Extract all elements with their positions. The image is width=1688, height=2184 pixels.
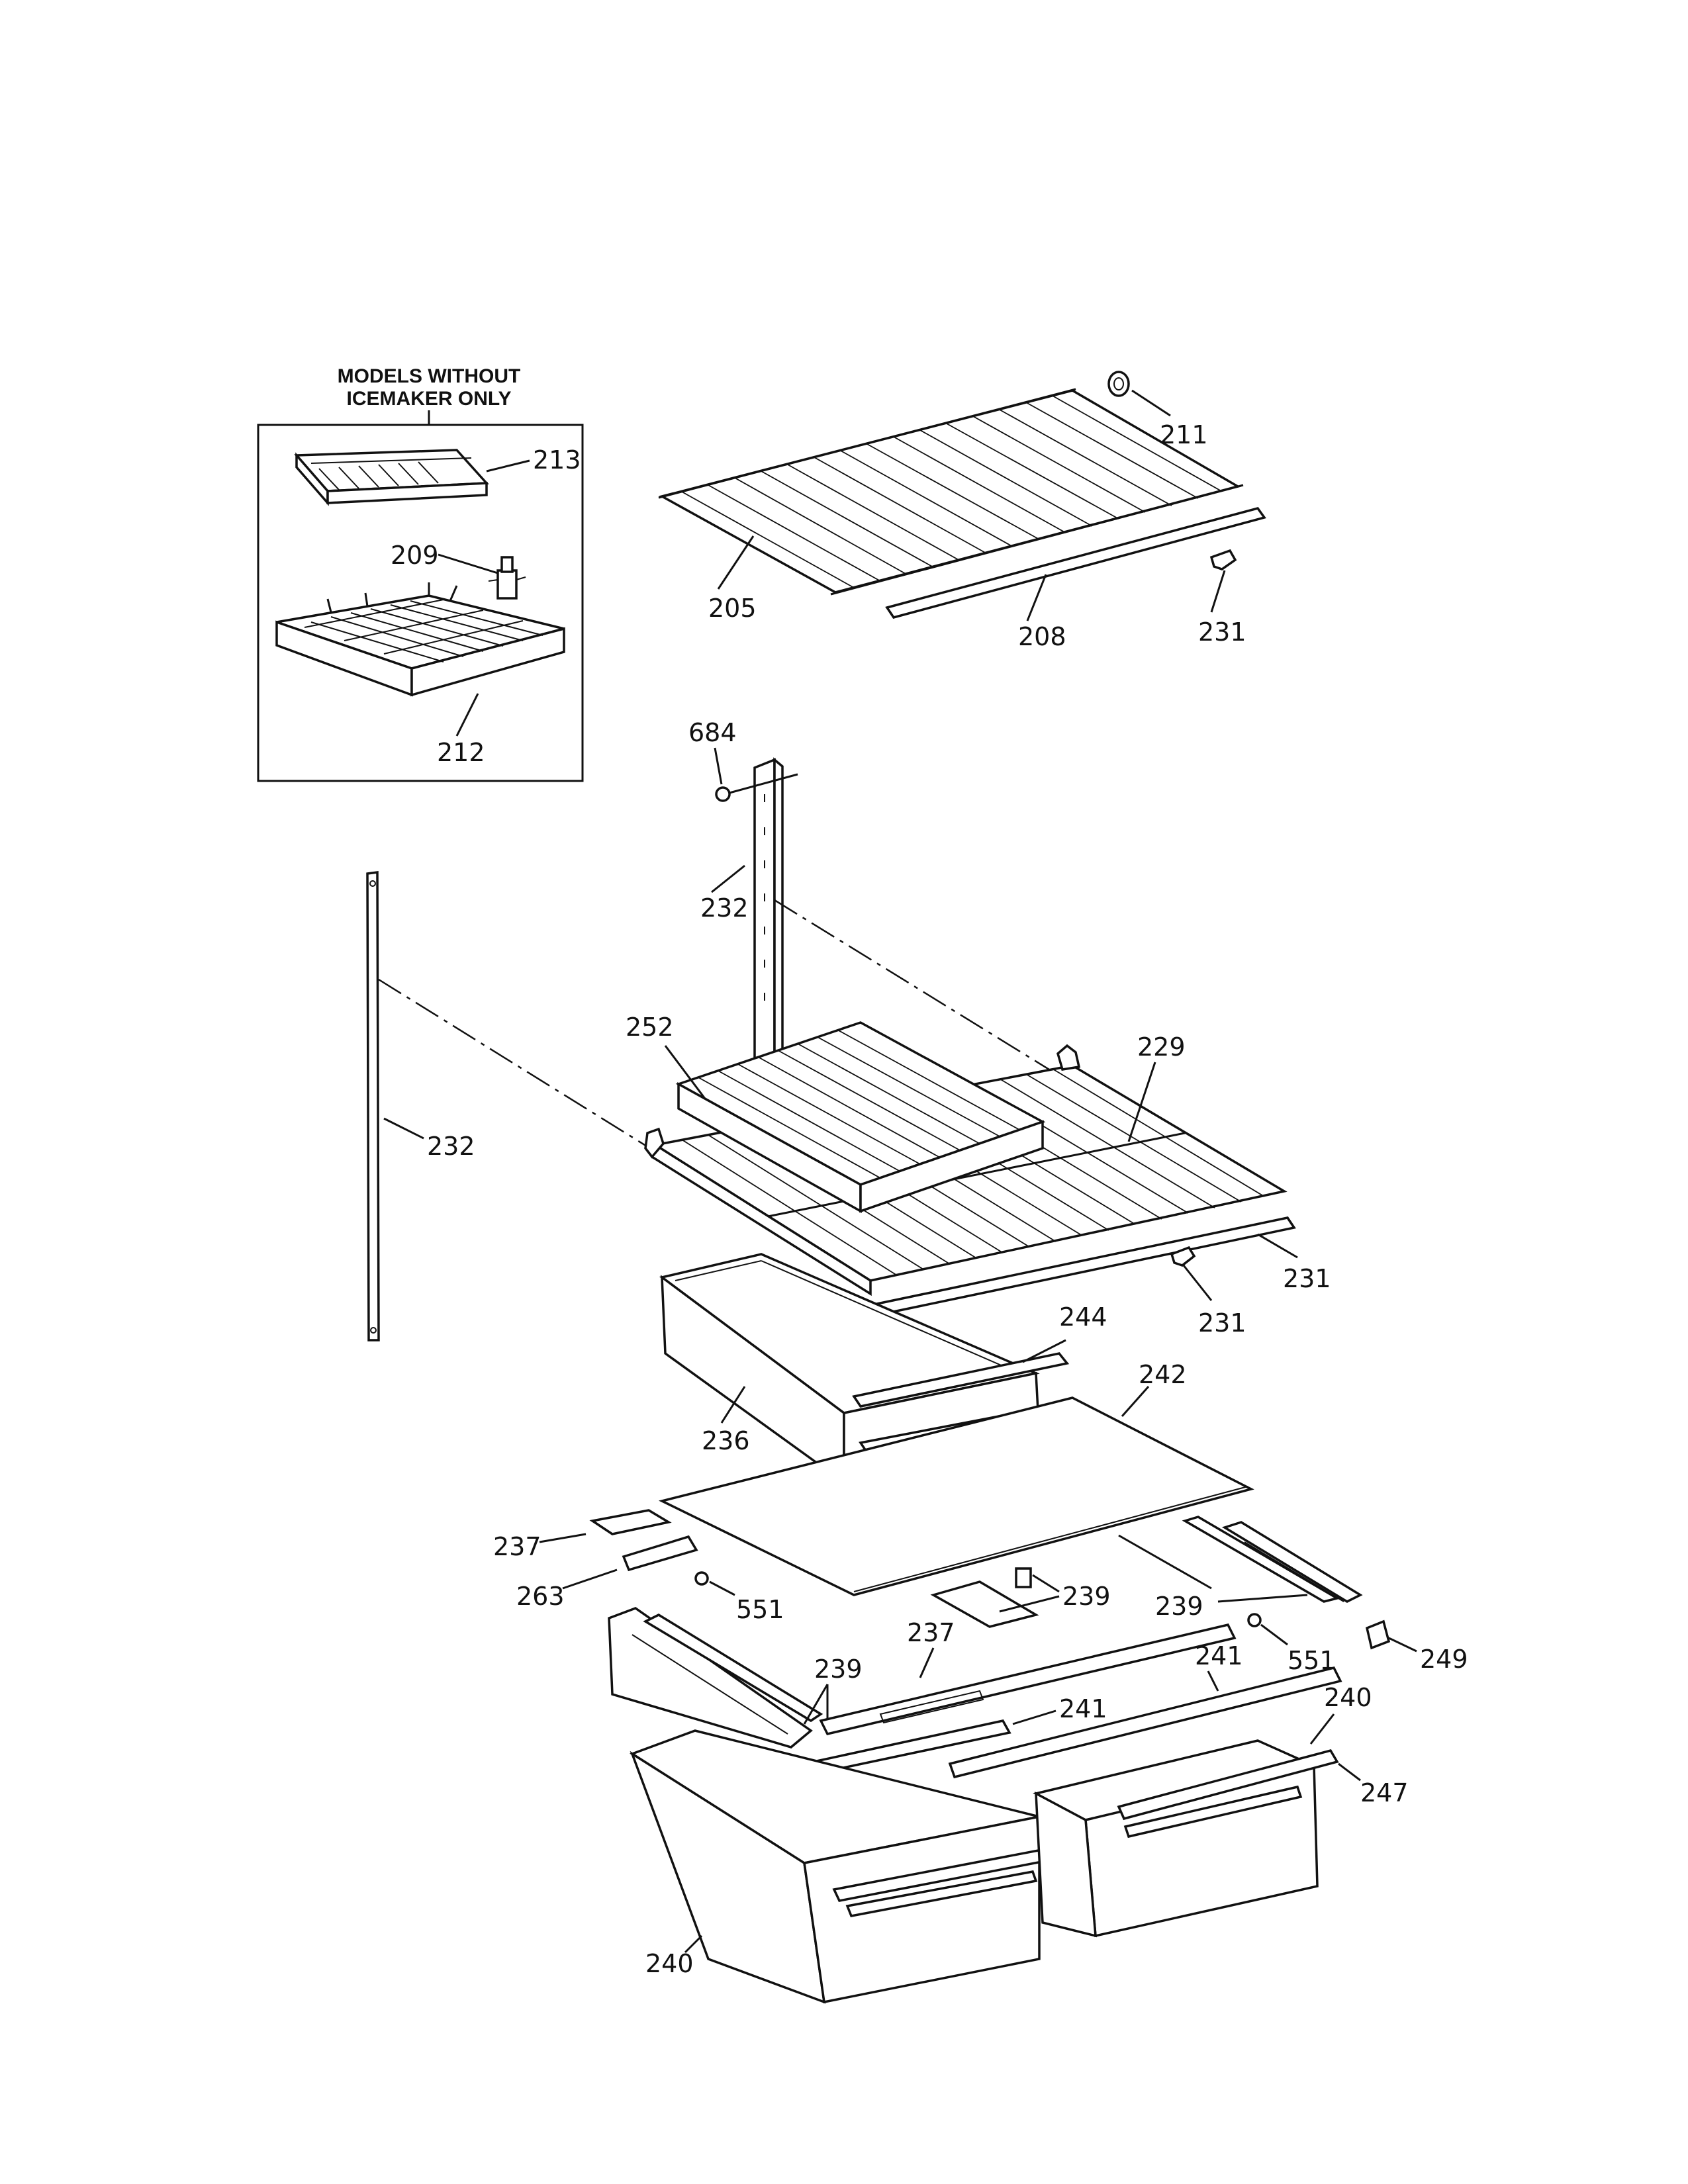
wire-shelf-part-205 xyxy=(658,388,1244,596)
crossbar-part-237 xyxy=(819,1623,1237,1736)
label-232-right: 232 xyxy=(700,893,749,923)
bracket-part-239-center xyxy=(930,1567,1039,1628)
ice-bin-part-212 xyxy=(275,582,565,697)
label-237-center: 237 xyxy=(907,1618,955,1647)
screw-part-551-right xyxy=(1247,1613,1262,1627)
label-208: 208 xyxy=(1018,622,1066,651)
label-684: 684 xyxy=(688,718,737,747)
support-part-237-left xyxy=(589,1509,672,1535)
rail-part-232-right xyxy=(753,757,784,1061)
label-212: 212 xyxy=(437,738,485,767)
label-237-left: 237 xyxy=(493,1532,541,1561)
crisper-drawer-part-240-right xyxy=(1033,1739,1339,1938)
label-231-lower: 231 xyxy=(1198,1308,1246,1338)
alignment-line-left xyxy=(378,978,656,1153)
label-240-left: 240 xyxy=(645,1949,694,1978)
bracket-part-209 xyxy=(488,556,526,600)
side-bracket-part-left xyxy=(608,1607,823,1749)
label-239-right: 239 xyxy=(1155,1592,1203,1621)
ice-tray-part-213 xyxy=(294,449,489,506)
label-239-left: 239 xyxy=(814,1655,863,1684)
label-247: 247 xyxy=(1360,1778,1409,1807)
label-252: 252 xyxy=(626,1013,674,1042)
label-205: 205 xyxy=(708,594,757,623)
label-263: 263 xyxy=(516,1582,565,1611)
label-229: 229 xyxy=(1137,1032,1186,1062)
label-211: 211 xyxy=(1160,420,1208,449)
screw-part-684 xyxy=(715,773,798,802)
clip-part-231-top xyxy=(1209,549,1237,570)
label-240-right: 240 xyxy=(1324,1683,1372,1712)
bracket-part-239-right xyxy=(1182,1516,1363,1603)
rail-part-241-right xyxy=(948,1666,1342,1779)
screw-part-551-left xyxy=(694,1571,709,1586)
glass-shelf-part-242 xyxy=(658,1396,1254,1596)
label-242: 242 xyxy=(1139,1360,1187,1389)
inset-title-line-2: ICEMAKER ONLY xyxy=(347,388,512,410)
strip-part-263 xyxy=(622,1535,698,1572)
label-232-left: 232 xyxy=(427,1132,475,1161)
label-249: 249 xyxy=(1420,1645,1468,1674)
label-239-center: 239 xyxy=(1062,1582,1111,1611)
inset-box xyxy=(257,424,584,782)
label-231-top: 231 xyxy=(1198,617,1246,647)
drawer-handle-part-244 xyxy=(852,1352,1070,1408)
shelf-trim-part-208 xyxy=(885,506,1266,619)
label-209: 209 xyxy=(391,541,439,570)
label-551-left: 551 xyxy=(736,1595,784,1624)
alignment-line-right xyxy=(774,899,1086,1093)
inset-title-line-1: MODELS WITHOUT xyxy=(338,365,521,387)
rail-part-232-left xyxy=(366,871,380,1342)
label-241-left: 241 xyxy=(1059,1694,1107,1723)
slide-shelf-part-252 xyxy=(675,1021,1046,1213)
label-244: 244 xyxy=(1059,1302,1107,1332)
clip-part-231-lower xyxy=(1170,1246,1196,1267)
label-236: 236 xyxy=(702,1426,750,1455)
label-231-right: 231 xyxy=(1283,1264,1331,1293)
cover-part-249 xyxy=(1365,1619,1391,1650)
label-213: 213 xyxy=(533,445,581,475)
cap-part-211 xyxy=(1107,371,1130,397)
label-241-right: 241 xyxy=(1195,1641,1243,1670)
inset-icemaker-group: MODELS WITHOUT ICEMAKER ONLY 213 209 xyxy=(257,365,584,782)
crisper-drawer-part-240-left xyxy=(630,1729,1068,2004)
